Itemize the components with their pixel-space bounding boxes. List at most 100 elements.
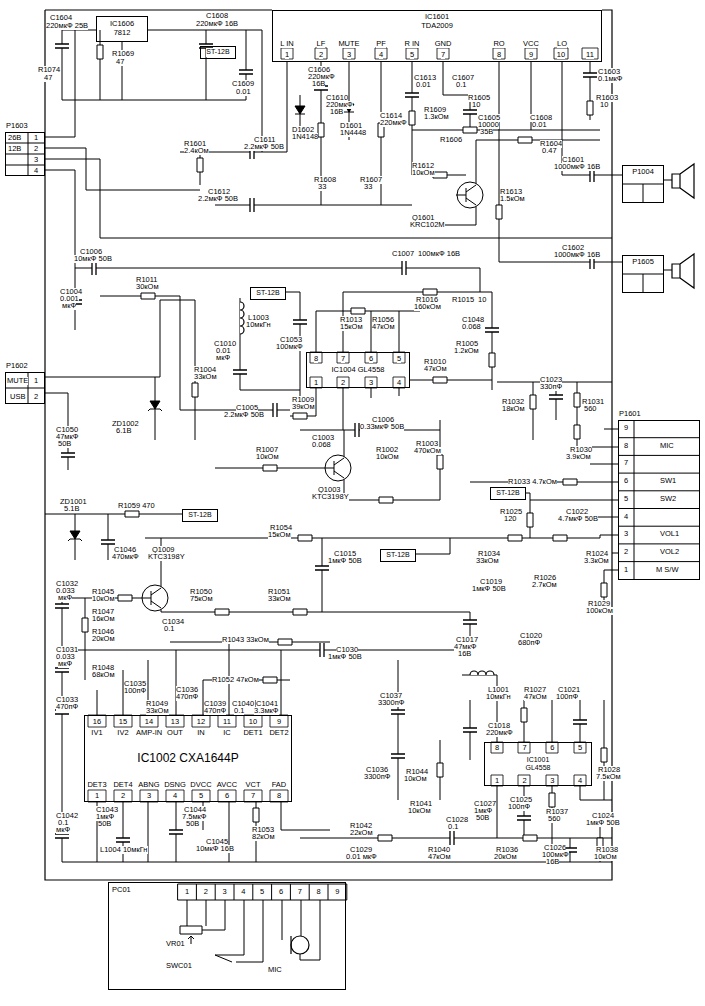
part-label: 0.01 xyxy=(532,121,547,129)
part-label: R1015 xyxy=(452,296,474,304)
part-label: 10кОм xyxy=(408,807,431,815)
part-label: C1609 xyxy=(232,80,254,88)
part-label: RO xyxy=(493,40,504,48)
part-label: 15кОм xyxy=(268,531,291,539)
part-label: 470пФ xyxy=(176,693,198,701)
connector-grid xyxy=(5,132,700,900)
part-label: 26В xyxy=(8,134,21,142)
part-label: 560 xyxy=(584,405,597,413)
part-label: R1059 470 xyxy=(118,502,155,510)
net-tag: ST-12B xyxy=(380,549,416,562)
part-label: 10кОм xyxy=(404,775,427,783)
part-label: 75кОм xyxy=(190,595,213,603)
part-label: 2 xyxy=(34,145,38,153)
part-label: C1604 xyxy=(50,14,72,22)
part-label: 10 xyxy=(472,101,480,109)
node-text: ST-12B xyxy=(256,289,279,297)
part-label: 1мкФ 50В xyxy=(472,585,506,593)
part-label: 160кОм xyxy=(414,303,441,311)
part-label: 2.2мкФ 50В xyxy=(224,411,264,419)
board-box: PC01 xyxy=(108,882,346,990)
part-label: 10кОм xyxy=(256,453,279,461)
part-label: 2 xyxy=(121,792,125,800)
part-label: VCC xyxy=(523,40,539,48)
part-label: 2 xyxy=(204,888,208,896)
node-text: IC1606 xyxy=(110,20,134,29)
part-label: MUTE xyxy=(338,40,359,48)
part-label: 3300пФ xyxy=(378,699,404,707)
node-text: P1603 xyxy=(6,122,28,131)
part-label: IV1 xyxy=(91,729,102,737)
part-label: VOL1 xyxy=(660,530,679,538)
part-label: 50В xyxy=(186,820,199,828)
node-text: PC01 xyxy=(112,886,131,895)
part-label: 7 xyxy=(298,888,302,896)
part-label: DVCC xyxy=(190,781,211,789)
connector-box: P1601 xyxy=(618,420,700,580)
part-label: 1 xyxy=(185,888,189,896)
part-label: PF xyxy=(376,40,386,48)
part-label: R1043 33кОм xyxy=(222,636,269,644)
part-label: 8 xyxy=(317,888,321,896)
part-label: VOL2 xyxy=(660,548,679,556)
part-label: R1606 xyxy=(440,136,462,144)
microphone-bar xyxy=(290,936,291,954)
part-label: 10 xyxy=(249,718,257,726)
part-label: 1.3кОм xyxy=(424,113,449,121)
part-label: AVCC xyxy=(217,781,237,789)
part-label: мкФ xyxy=(56,826,70,834)
part-label: 220мкФ 25В xyxy=(46,22,88,30)
part-label: 82кОм xyxy=(252,833,275,841)
part-label: 33 xyxy=(318,183,326,191)
part-label: 35В xyxy=(480,128,493,136)
part-label: 4 xyxy=(578,777,582,785)
part-label: MUTE xyxy=(7,377,28,385)
part-label: 33кОм xyxy=(194,373,217,381)
part-label: 5 xyxy=(199,792,203,800)
part-label: 3 xyxy=(147,792,151,800)
part-label: 2 xyxy=(319,51,323,59)
part-label: C1007 xyxy=(392,250,414,258)
part-label: 47кОм xyxy=(428,853,451,861)
part-label: 3 xyxy=(223,888,227,896)
part-label: 6 xyxy=(225,792,229,800)
part-label: 8 xyxy=(624,442,628,450)
part-label: 5 xyxy=(624,495,628,503)
part-label: 4 xyxy=(379,51,383,59)
part-label: 3.3кОм xyxy=(584,557,609,565)
part-label: SWC01 xyxy=(166,962,192,970)
part-label: 9 xyxy=(624,424,628,432)
part-label: 8 xyxy=(497,51,501,59)
node-text: TDA2009 xyxy=(421,22,453,31)
part-label: мкФ xyxy=(62,302,76,310)
part-label: 47кОм xyxy=(372,323,395,331)
part-label: 7 xyxy=(251,792,255,800)
part-label: 4 xyxy=(34,167,38,175)
part-label: 1N4448 xyxy=(340,129,366,137)
part-label: 39кОм xyxy=(292,403,315,411)
part-label: 1 xyxy=(285,51,289,59)
part-label: 470мкФ xyxy=(112,553,139,561)
capacitor-gap xyxy=(55,44,597,852)
pc01-parts xyxy=(180,926,232,962)
part-label: 3.9кОм xyxy=(566,453,591,461)
part-label: R IN xyxy=(405,40,420,48)
part-label: 100мкФ xyxy=(276,343,303,351)
part-label: FAD xyxy=(272,781,287,789)
part-label: 3 xyxy=(34,156,38,164)
part-label: 100пФ xyxy=(124,687,146,695)
resistor-symbol xyxy=(82,45,607,852)
part-label: 100мкФ 16В xyxy=(418,250,460,258)
part-label: 16кОм xyxy=(92,615,115,623)
microphone-symbol xyxy=(291,936,309,954)
part-label: 330пФ xyxy=(540,383,562,391)
part-label: 1.5кОм xyxy=(500,195,525,203)
node-text: P1601 xyxy=(619,410,641,419)
part-label: R1052 47кОм xyxy=(212,676,259,684)
part-label: 16В xyxy=(546,858,559,866)
part-label: AMP-IN xyxy=(136,729,162,737)
part-label: DET1 xyxy=(243,729,262,737)
part-label: VR01 xyxy=(166,940,185,948)
part-label: 33кОм xyxy=(476,557,499,565)
ic-box: IC1001GL4558 xyxy=(484,742,592,786)
